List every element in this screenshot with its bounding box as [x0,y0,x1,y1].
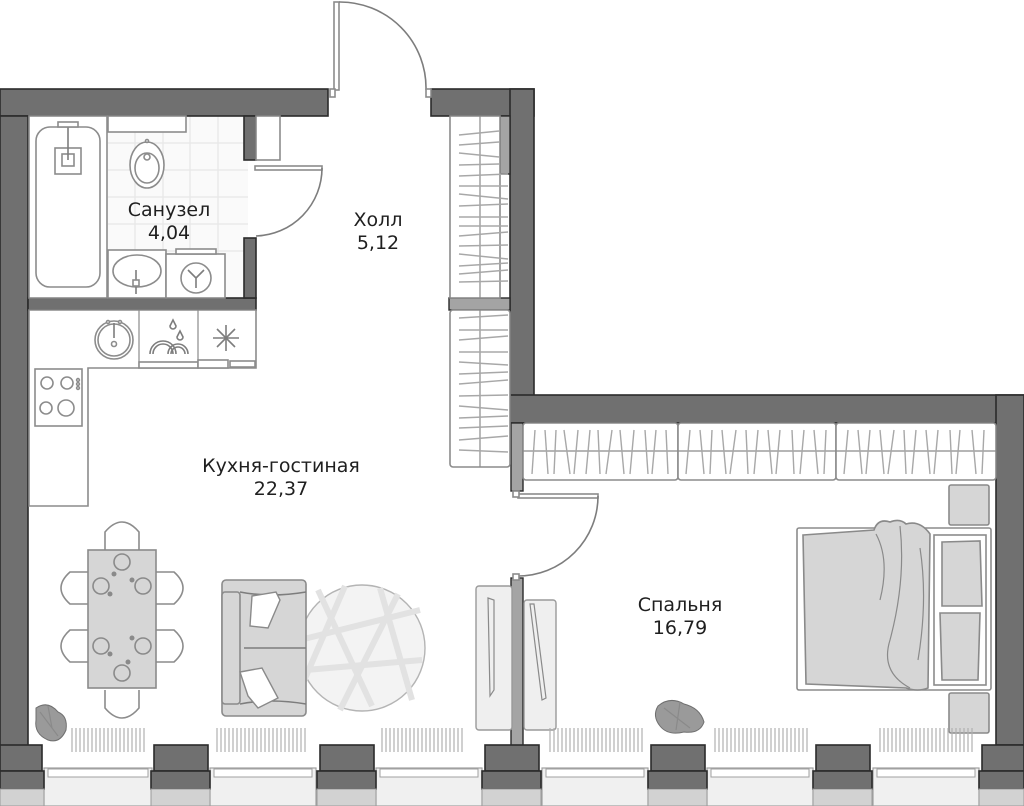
room-area: 16,79 [652,617,708,639]
bathroom-door[interactable] [254,165,323,237]
entrance-door[interactable] [329,1,432,98]
hall-shelf [255,115,281,161]
kitchen-counter [28,309,257,507]
room-area: 5,12 [356,232,400,254]
washbasin-icon [107,249,167,299]
dining-table-icon [60,521,184,719]
bathtub-icon [28,115,108,299]
round-rug-icon [297,584,426,712]
plant-icon [654,700,705,734]
window-icon[interactable] [872,767,980,806]
cooktop-icon [34,368,83,427]
window-icon[interactable] [43,767,153,806]
window-icon[interactable] [706,767,814,806]
room-label-bedroom: Спальня 16,79 [638,594,723,640]
room-name: Санузел [127,199,211,221]
nightstand-top [948,484,990,526]
window-icon[interactable] [541,767,649,806]
washing-machine-icon [165,248,226,299]
double-bed-icon [796,519,992,691]
room-area: 22,37 [253,478,309,500]
radiator-icon [71,728,973,752]
room-name: Кухня-гостиная [202,455,360,477]
room-label-hall: Холл 5,12 [354,209,403,255]
hall-wardrobe-upper [449,115,509,299]
plant-icon [35,704,67,742]
facade-piers [0,744,1024,806]
window-icon[interactable] [375,767,483,806]
window-icon[interactable] [209,767,317,806]
bedroom-door[interactable] [512,490,599,581]
walls [0,88,1024,747]
toilet-icon [107,115,187,189]
fridge-icon [197,325,256,369]
dishwasher-icon [138,318,199,369]
room-label-kitchen-living: Кухня-гостиная 22,37 [202,455,360,501]
room-area: 4,04 [147,222,191,244]
hall-wardrobe-lower [449,309,511,468]
bedroom-wardrobe [522,422,997,481]
room-name: Холл [353,209,403,231]
sofa-icon [221,579,307,717]
kitchen-sink-icon [94,319,134,360]
room-name: Спальня [637,594,723,616]
tv-cabinet-left [475,585,513,731]
room-label-bathroom: Санузел 4,04 [128,199,211,245]
nightstand-bottom [948,692,990,734]
tv-cabinet-right [523,599,557,731]
